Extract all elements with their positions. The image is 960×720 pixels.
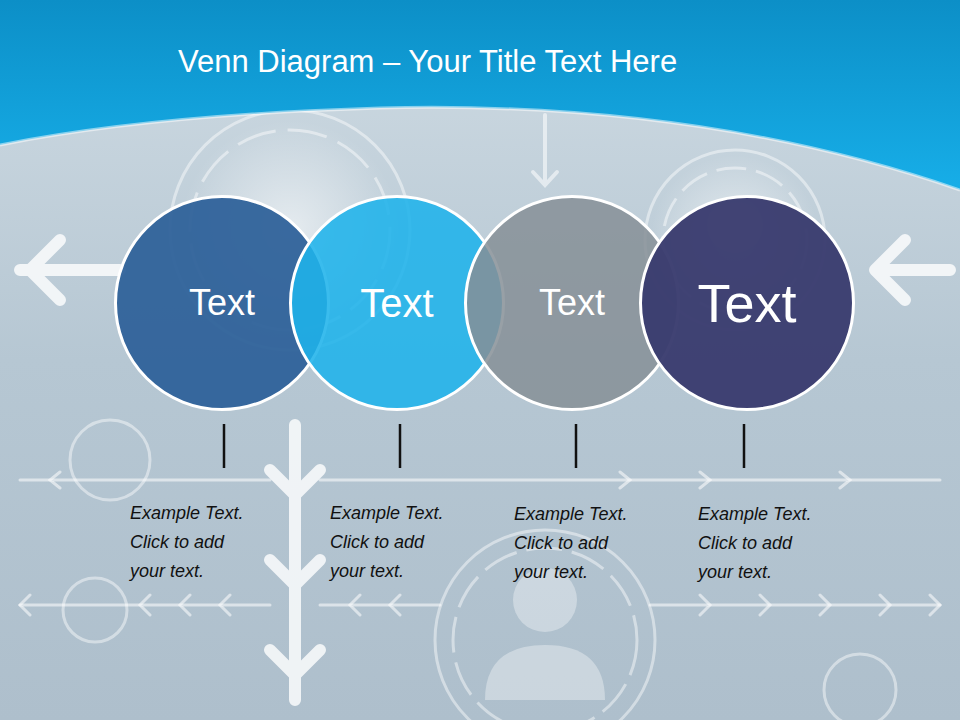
slide-title: Venn Diagram – Your Title Text Here xyxy=(178,44,677,80)
circle-label: Text xyxy=(189,282,255,324)
example-text: Example Text. Click to add your text. xyxy=(130,499,262,586)
example-text: Example Text. Click to add your text. xyxy=(330,499,462,586)
circle-label: Text xyxy=(697,272,796,334)
example-text: Example Text. Click to add your text. xyxy=(514,500,646,587)
circle-label: Text xyxy=(539,282,605,324)
example-text: Example Text. Click to add your text. xyxy=(698,500,830,587)
circle-label: Text xyxy=(360,281,433,326)
venn-circle: Text xyxy=(639,195,855,411)
